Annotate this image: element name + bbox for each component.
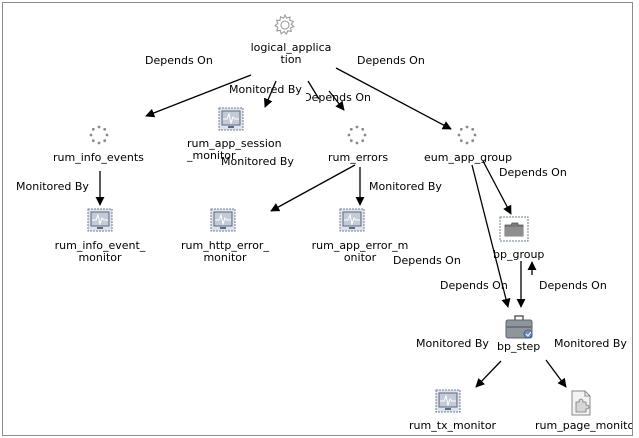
diagram-canvas: logical_applica tion rum_info_events rum… xyxy=(2,2,633,436)
folder-icon[interactable] xyxy=(499,216,529,242)
node-label-rum-info-events: rum_info_events xyxy=(53,151,144,164)
dotted-circle-icon[interactable] xyxy=(88,124,110,146)
edge-label-la-eum: Depends On xyxy=(357,54,425,67)
diagram-edges xyxy=(95,67,567,388)
edge-label-bpstep-tx: Monitored By xyxy=(416,337,489,350)
monitor-icon[interactable] xyxy=(87,208,113,232)
edge-label-info-monitor: Monitored By xyxy=(16,180,89,193)
edge-label-la-errors: Depends On xyxy=(306,92,371,104)
dotted-circle-icon[interactable] xyxy=(346,124,368,146)
edge-bpstep-tx xyxy=(475,360,502,388)
puzzle-page-icon[interactable] xyxy=(568,389,594,417)
edge-la-session xyxy=(264,80,277,108)
monitor-icon[interactable] xyxy=(435,389,461,413)
edge-la-info xyxy=(145,74,252,118)
edge-la-errors-a xyxy=(307,80,320,100)
monitor-icon[interactable] xyxy=(210,208,236,232)
briefcase-icon[interactable] xyxy=(504,312,536,340)
edge-eum-bpgroup xyxy=(482,160,512,215)
node-label-eum-app-group: eum_app_group xyxy=(424,151,513,164)
edge-la-eum xyxy=(335,67,452,130)
edge-errors-http xyxy=(270,164,356,212)
edge-eum-bpstep xyxy=(471,164,511,308)
node-label-rum-tx-monitor: rum_tx_monitor xyxy=(409,419,497,432)
edge-label-eum-bpgroup: Depends On xyxy=(499,166,567,179)
edge-bpstep-page xyxy=(545,359,567,388)
edge-label-bpstep-page: Monitored By xyxy=(554,337,627,350)
edge-label-la-session: Monitored By xyxy=(229,83,302,96)
monitor-icon[interactable] xyxy=(218,107,244,131)
gear-icon[interactable] xyxy=(273,13,297,37)
node-label-bp-step: bp_step xyxy=(497,340,541,353)
edge-label-eum-bpstep: Depends On xyxy=(393,254,461,267)
node-label-rum-app-error-monitor: rum_app_error_m onitor xyxy=(311,239,409,264)
node-label-rum-page-monitor: rum_page_monitor xyxy=(535,419,633,432)
edge-label-session-monitor: Monitored By xyxy=(221,155,294,168)
monitor-icon[interactable] xyxy=(339,208,365,232)
node-label-rum-app-session-monitor: rum_app_session _monitor xyxy=(187,137,282,162)
edge-la-errors-b xyxy=(328,90,345,111)
node-label-rum-http-error-monitor: rum_http_error_ monitor xyxy=(181,239,269,264)
edge-label-bpgroup-bpstep-b: Depends On xyxy=(539,279,607,292)
dotted-circle-icon[interactable] xyxy=(456,124,478,146)
node-label-logical-application: logical_applica tion xyxy=(250,41,332,66)
node-label-rum-errors: rum_errors xyxy=(328,151,389,164)
node-label-rum-info-event-monitor: rum_info_event_ monitor xyxy=(54,239,146,264)
edge-label-la-info: Depends On xyxy=(145,54,213,67)
edge-label-errors-app-monitor: Monitored By xyxy=(369,180,442,193)
edge-label-bpgroup-bpstep-a: Depends On xyxy=(440,279,508,292)
node-label-bp-group: bp_group xyxy=(493,248,545,261)
